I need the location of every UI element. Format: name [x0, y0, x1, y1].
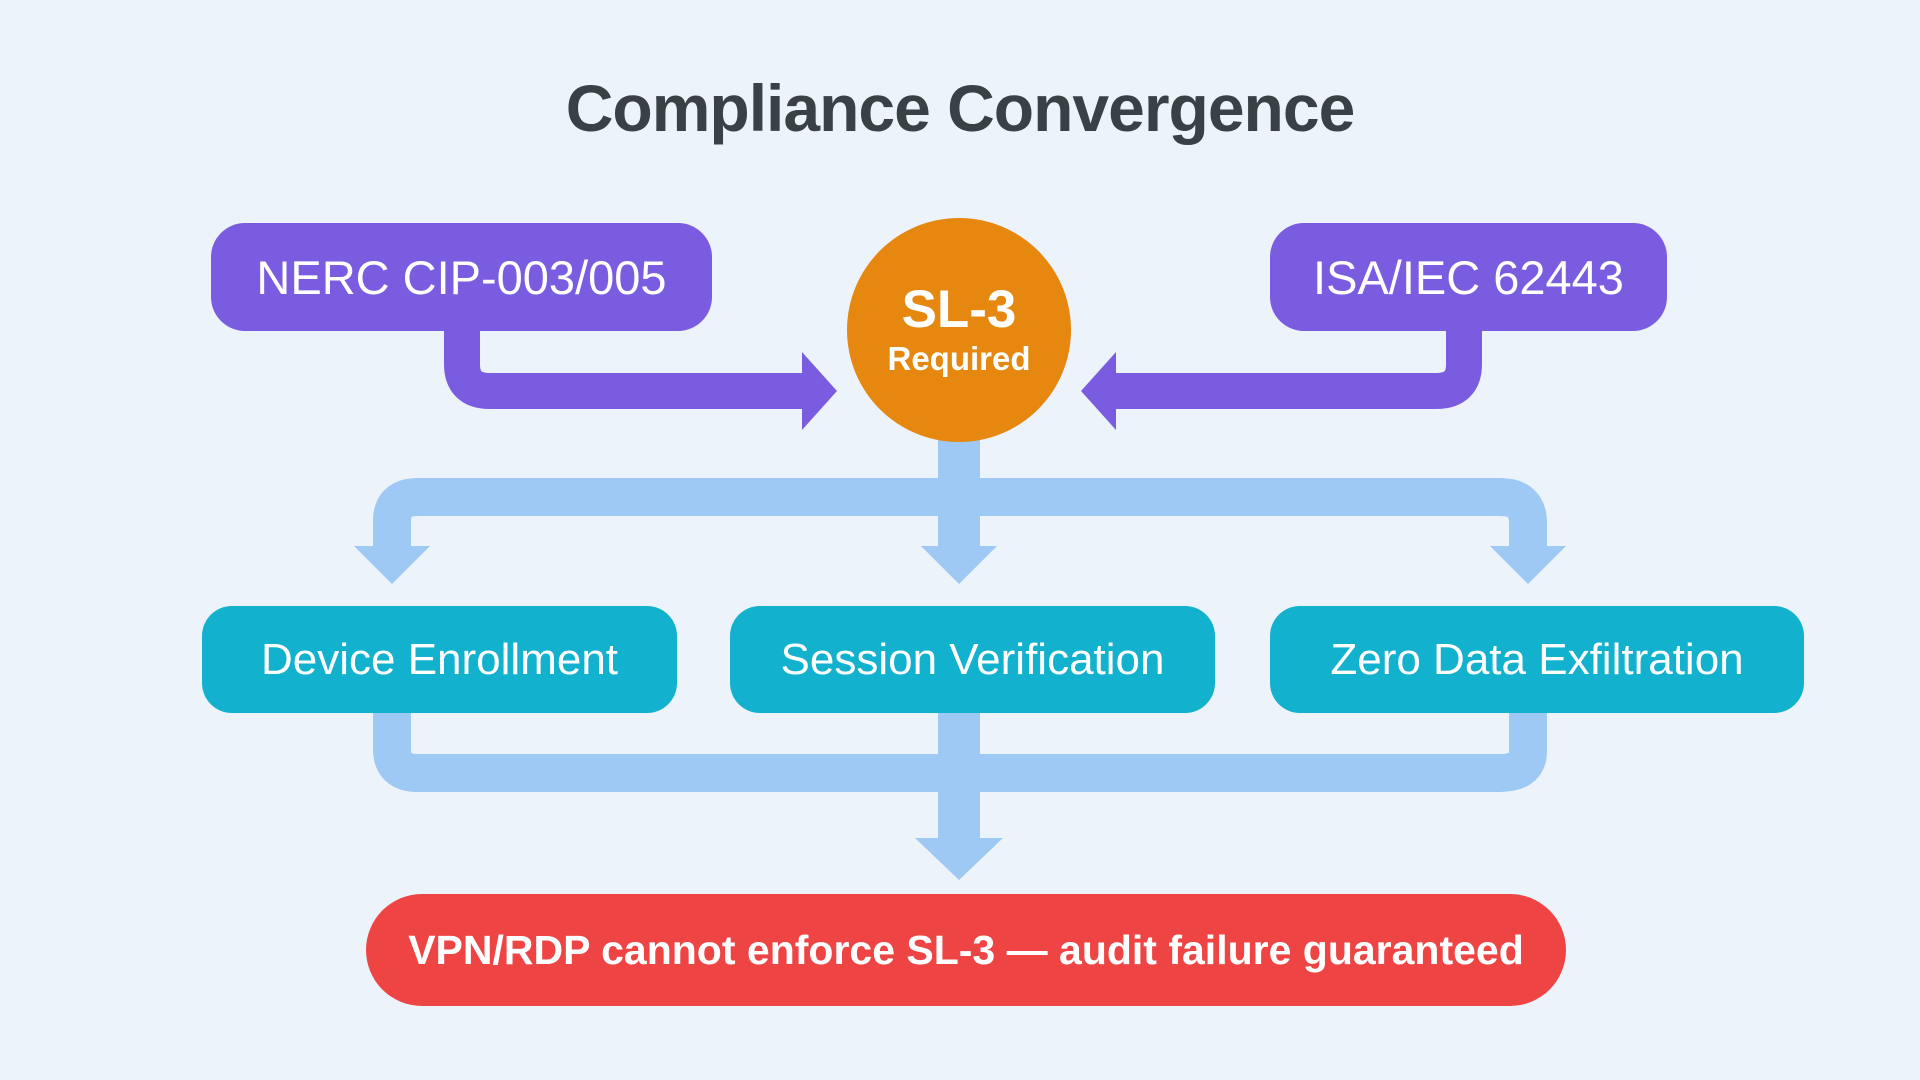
hub-label-primary: SL-3 [901, 280, 1017, 340]
left-arrowhead-icon [1081, 352, 1116, 430]
source-box-nerc-cip: NERC CIP-003/005 [211, 223, 712, 331]
requirement-box-zero-data-exfiltration: Zero Data Exfiltration [1270, 606, 1804, 713]
conclusion-banner: VPN/RDP cannot enforce SL-3 — audit fail… [366, 894, 1566, 1006]
down-arrowhead-icon [915, 838, 1003, 880]
source-box-label: ISA/IEC 62443 [1313, 250, 1624, 304]
requirement-label: Device Enrollment [260, 634, 619, 684]
requirement-label: Zero Data Exfiltration [1330, 634, 1744, 684]
down-arrowhead-icon [1490, 546, 1566, 584]
page-title: Compliance Convergence [565, 71, 1356, 145]
converge-connector [373, 710, 1547, 880]
conclusion-label: VPN/RDP cannot enforce SL-3 — audit fail… [408, 926, 1524, 973]
requirement-label: Session Verification [780, 634, 1165, 684]
right-source-connector [1081, 320, 1482, 430]
source-box-label: NERC CIP-003/005 [256, 250, 667, 304]
down-arrowhead-icon [921, 546, 997, 584]
hub-circle-sl3: SL-3 Required [847, 218, 1071, 442]
source-box-isa-iec: ISA/IEC 62443 [1270, 223, 1667, 331]
left-source-connector [444, 320, 837, 430]
hub-label-secondary: Required [887, 340, 1031, 378]
requirement-box-session-verification: Session Verification [730, 606, 1215, 713]
right-arrowhead-icon [802, 352, 837, 430]
fan-out-connector [354, 420, 1566, 584]
down-arrowhead-icon [354, 546, 430, 584]
requirement-box-device-enrollment: Device Enrollment [202, 606, 677, 713]
